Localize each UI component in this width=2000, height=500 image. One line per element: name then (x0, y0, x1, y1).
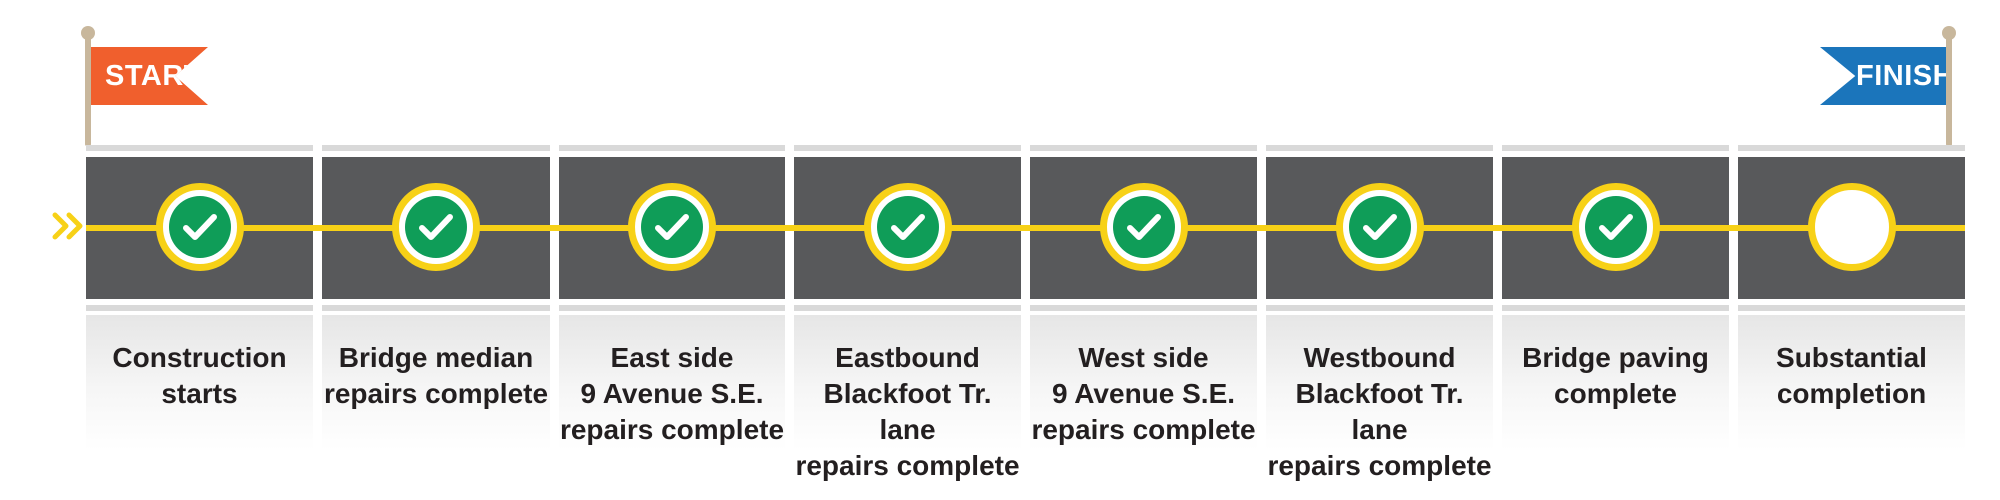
checkmark-icon (1584, 196, 1647, 258)
milestone-pending-marker (1807, 183, 1896, 271)
road-edge (1502, 299, 1729, 305)
start-pole (85, 36, 91, 146)
road-edge (559, 151, 785, 157)
road-edge (86, 151, 313, 157)
road-edge (86, 145, 313, 151)
road-edge (794, 299, 1021, 305)
checkmark-icon (641, 196, 703, 258)
road-edge (1738, 305, 1965, 311)
road-segment (322, 145, 550, 311)
milestone-label-panel: West side 9 Avenue S.E. repairs complete (1030, 315, 1257, 450)
road-segment (559, 145, 785, 311)
milestone-label-panel: Westbound Blackfoot Tr. lane repairs com… (1266, 315, 1493, 481)
milestone-complete-marker (392, 183, 480, 271)
milestone-label-panel: East side 9 Avenue S.E. repairs complete (559, 315, 785, 450)
road-edge (1030, 151, 1257, 157)
road-segment (86, 145, 313, 311)
road-segment (794, 145, 1021, 311)
road-edge (86, 299, 313, 305)
road-edge (1738, 145, 1965, 151)
road-edge (1502, 145, 1729, 151)
milestone-label: Construction starts (112, 342, 287, 409)
milestone-label: Bridge median repairs complete (323, 342, 549, 409)
road-segment (1266, 145, 1493, 311)
finish-banner: FINISH (1820, 47, 1946, 105)
milestone-label: West side 9 Avenue S.E. repairs complete (1031, 342, 1256, 445)
road-edge (322, 151, 550, 157)
finish-pole (1946, 36, 1952, 146)
milestone-complete-marker (1571, 183, 1660, 271)
checkmark-icon (1348, 196, 1411, 258)
milestone-label: East side 9 Avenue S.E. repairs complete (559, 342, 785, 445)
road-edge (794, 145, 1021, 151)
road-edge (1266, 151, 1493, 157)
milestone-label: Westbound Blackfoot Tr. lane repairs com… (1267, 342, 1492, 481)
milestone-complete-marker (628, 183, 716, 271)
road-edge (1502, 151, 1729, 157)
road-edge (559, 145, 785, 151)
milestone-label-panel: Construction starts (86, 315, 313, 450)
road-edge (1030, 305, 1257, 311)
milestone-label: Bridge paving complete (1522, 342, 1709, 409)
milestone-label: Eastbound Blackfoot Tr. lane repairs com… (795, 342, 1020, 481)
road-edge (794, 151, 1021, 157)
start-pole-knob (81, 26, 95, 40)
checkmark-icon (405, 196, 467, 258)
road-edge (1030, 299, 1257, 305)
milestone-complete-marker (863, 183, 952, 271)
milestone-complete-marker (155, 183, 244, 271)
road-edge (1266, 299, 1493, 305)
road-segment (1738, 145, 1965, 311)
road-edge (1266, 145, 1493, 151)
road-edge (86, 305, 313, 311)
road-edge (1030, 145, 1257, 151)
road-edge (1266, 305, 1493, 311)
finish-label: FINISH (1856, 59, 1955, 92)
start-banner: START (91, 47, 208, 105)
road-edge (794, 305, 1021, 311)
road-edge (559, 305, 785, 311)
milestone-complete-marker (1335, 183, 1424, 271)
road-edge (1502, 305, 1729, 311)
milestone-complete-marker (1099, 183, 1188, 271)
finish-pole-knob (1942, 26, 1956, 40)
road-segment (1030, 145, 1257, 311)
milestone-label-panel: Bridge median repairs complete (322, 315, 550, 450)
checkmark-icon (168, 196, 231, 258)
start-label: START (105, 59, 203, 92)
milestone-label: Substantial completion (1776, 342, 1927, 409)
checkmark-icon (876, 196, 939, 258)
road-edge (1738, 151, 1965, 157)
road-edge (322, 145, 550, 151)
chevron-right-icon (52, 212, 83, 240)
milestone-label-panel: Substantial completion (1738, 315, 1965, 450)
road-edge (322, 305, 550, 311)
checkmark-icon (1112, 196, 1175, 258)
milestone-label-panel: Bridge paving complete (1502, 315, 1729, 450)
road-edge (1738, 299, 1965, 305)
road-edge (559, 299, 785, 305)
road-segment (1502, 145, 1729, 311)
milestone-label-panel: Eastbound Blackfoot Tr. lane repairs com… (794, 315, 1021, 481)
road-edge (322, 299, 550, 305)
